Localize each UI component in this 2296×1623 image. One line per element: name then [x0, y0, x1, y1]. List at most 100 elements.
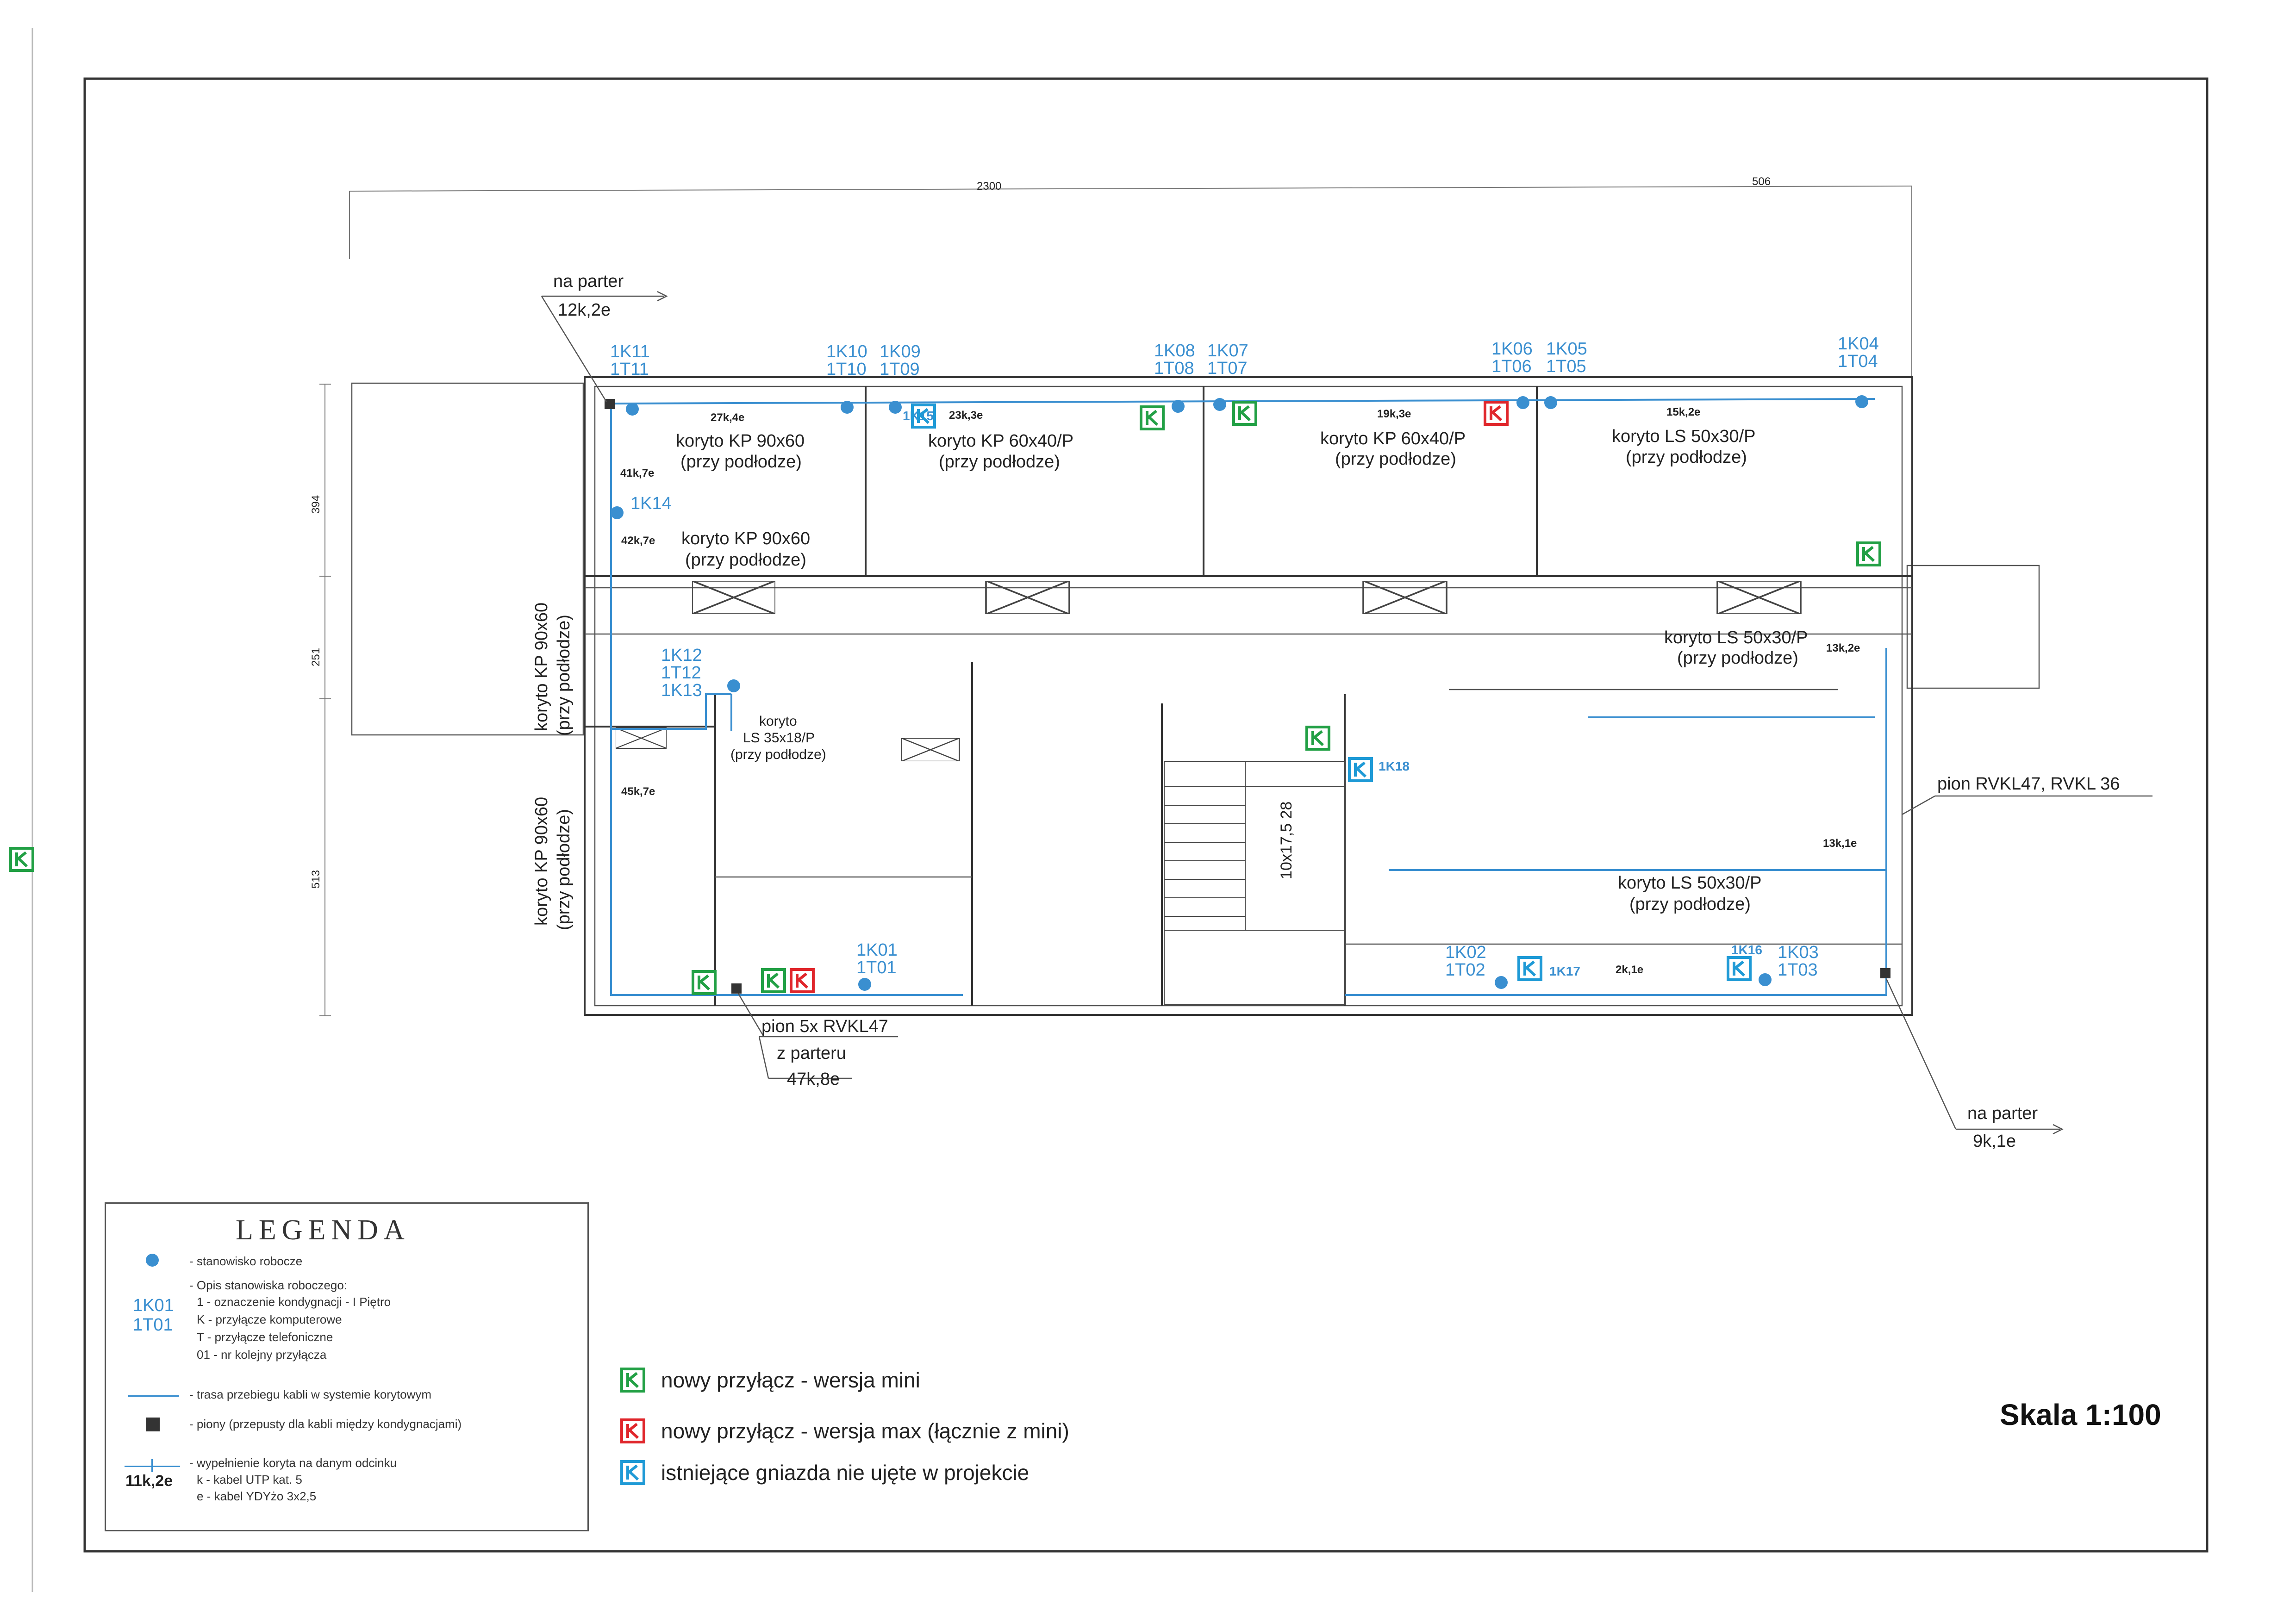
mini-socket-icon: [1858, 543, 1880, 565]
svg-text:koryto LS 50x30/P: koryto LS 50x30/P: [1618, 873, 1762, 893]
fill-label: 41k,7e: [620, 467, 654, 479]
svg-text:1K04: 1K04: [1838, 334, 1879, 354]
svg-text:koryto KP 60x40/P: koryto KP 60x40/P: [1320, 429, 1466, 448]
workstation-dot: [626, 403, 639, 416]
adjacent-buildings: [351, 382, 2040, 736]
svg-text:z parteru: z parteru: [777, 1044, 846, 1063]
svg-text:koryto KP 90x60: koryto KP 90x60: [676, 431, 805, 451]
max-socket-icon: [1485, 402, 1507, 424]
fill-label: 2k,1e: [1616, 964, 1643, 976]
svg-text:koryto LS 50x30/P: koryto LS 50x30/P: [1664, 628, 1808, 647]
legend-risers: - piony (przepusty dla kabli między kond…: [189, 1417, 462, 1431]
socket-1K17: 1K17: [1549, 964, 1580, 978]
workstation-dot: [727, 679, 740, 692]
tray-7: koryto LS 50x30/P(przy podłodze): [1618, 873, 1762, 914]
svg-text:1K03: 1K03: [1778, 943, 1819, 962]
mini-socket-icon: [1307, 727, 1329, 749]
svg-text:(przy podłodze): (przy podłodze): [1677, 648, 1798, 668]
sheet-border: [83, 77, 2209, 1553]
fill-label: 13k,1e: [1823, 837, 1857, 850]
dim-total-width: 2300: [977, 180, 1001, 193]
dim-h2: 251: [310, 648, 322, 666]
mini-socket-icon: [693, 971, 715, 994]
legend-desc-line: 1 - oznaczenie kondygnacji - I Piętro: [197, 1295, 391, 1309]
fill-label: 19k,3e: [1377, 408, 1411, 420]
svg-text:(przy podłodze): (przy podłodze): [685, 550, 806, 570]
socket-1K16: 1K16: [1731, 943, 1762, 957]
svg-text:1T06: 1T06: [1491, 357, 1532, 376]
legend-desc-title: - Opis stanowiska roboczego:: [189, 1278, 348, 1292]
legend-fill-line-e: e - kabel YDYżo 3x2,5: [197, 1489, 317, 1503]
workstation-dot: [1544, 396, 1557, 409]
socket-1K14: 1K14: [630, 494, 672, 513]
svg-text:pion 5x RVKL47: pion 5x RVKL47: [761, 1017, 888, 1036]
mini-socket-icon: [762, 970, 785, 992]
fill-label: 45k,7e: [621, 785, 655, 798]
svg-text:koryto LS 50x30/P: koryto LS 50x30/P: [1612, 427, 1756, 446]
risers: [605, 399, 1890, 994]
single-socket-labels: 1K14 1K15 1K16 1K17 1K18: [630, 409, 1762, 978]
fill-label: 13k,2e: [1826, 642, 1860, 654]
svg-text:1K08: 1K08: [1154, 341, 1195, 361]
tray-6: koryto LS 50x30/P(przy podłodze): [1664, 628, 1808, 668]
k-existing-icon: [620, 1460, 645, 1485]
svg-text:(przy podłodze): (przy podłodze): [554, 809, 574, 930]
dim-h3: 513: [310, 870, 322, 889]
svg-text:koryto: koryto: [759, 714, 797, 729]
svg-text:1T05: 1T05: [1546, 357, 1586, 376]
svg-text:koryto KP 90x60: koryto KP 90x60: [681, 529, 810, 548]
key-mini: nowy przyłącz - wersja mini: [620, 1368, 920, 1393]
mini-socket-icon: [1141, 407, 1163, 429]
fill-label: 27k,4e: [711, 411, 744, 424]
tray-9: koryto KP 90x60(przy podłodze): [532, 603, 574, 736]
socket-1K18: 1K18: [1379, 759, 1410, 773]
key-max: nowy przyłącz - wersja max (łącznie z mi…: [620, 1418, 1069, 1443]
key-mini-label: nowy przyłącz - wersja mini: [661, 1368, 920, 1392]
legend-code-k: 1K01: [133, 1296, 174, 1315]
workstation-dot: [1855, 395, 1868, 408]
fill-label: 23k,3e: [949, 409, 983, 422]
fill-labels: 27k,4e 23k,3e 19k,3e 15k,2e 41k,7e 42k,7…: [620, 406, 1860, 976]
svg-text:1T10: 1T10: [826, 360, 867, 379]
existing-socket-icon: [1349, 759, 1372, 781]
legend-fill-tick: [151, 1459, 153, 1472]
svg-text:na parter: na parter: [1967, 1104, 2038, 1123]
tray-10: koryto KP 90x60(przy podłodze): [532, 797, 574, 930]
riser-bottom-left-label: pion 5x RVKL47 z parteru 47k,8e: [737, 993, 898, 1089]
tray-1: koryto KP 90x60(przy podłodze): [676, 431, 805, 472]
fill-label: 15k,2e: [1666, 406, 1700, 418]
tray-labels: koryto KP 90x60(przy podłodze) koryto KP…: [532, 427, 1808, 930]
tray-2: koryto KP 60x40/P(przy podłodze): [928, 431, 1073, 472]
staircase: [1164, 761, 1345, 1005]
legend-route-line: [128, 1395, 179, 1397]
workstation-dot: [1495, 976, 1508, 989]
legend-desc-line: K - przyłącze komputerowe: [197, 1312, 342, 1326]
svg-text:1T04: 1T04: [1838, 352, 1878, 371]
right-pion-label: pion RVKL47, RVKL 36: [1902, 774, 2152, 815]
svg-text:9k,1e: 9k,1e: [1973, 1132, 2016, 1151]
workstation-dot: [889, 401, 902, 414]
svg-text:1K09: 1K09: [880, 342, 921, 361]
svg-text:1K11: 1K11: [610, 342, 650, 361]
legend-workstation: - stanowisko robocze: [189, 1254, 303, 1268]
workstation-dot: [1172, 400, 1185, 413]
k-max-icon: [620, 1418, 645, 1443]
workstation-dot: [1213, 398, 1226, 411]
svg-text:(przy podłodze): (przy podłodze): [680, 452, 802, 472]
legend-code-t: 1T01: [133, 1315, 173, 1335]
legend-riser-square: [146, 1418, 160, 1431]
svg-text:1K10: 1K10: [826, 342, 867, 361]
existing-socket-icon: [1519, 958, 1541, 980]
dimension-lines: [319, 186, 1912, 1016]
k-mini-icon: [620, 1368, 645, 1393]
